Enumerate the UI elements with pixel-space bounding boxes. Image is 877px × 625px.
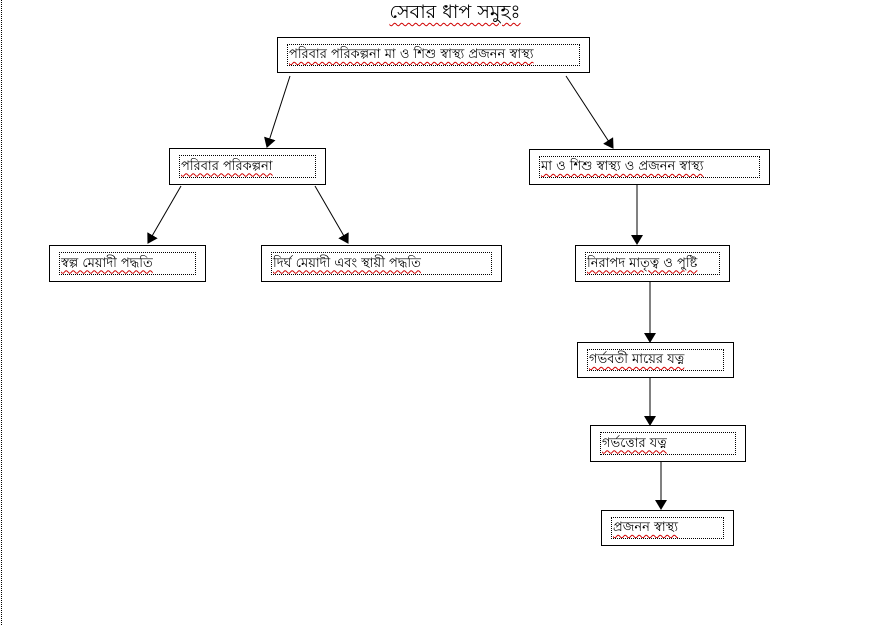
node-pregnant-care-label: গর্ভবতী মায়ের যত্ন [589,352,685,367]
edge-root-to-mother-child-health [565,75,614,149]
node-reproductive-health-textbox[interactable]: প্রজনন স্বাস্থ্য [611,517,724,539]
node-long-term-method-label: দির্ঘ মেয়াদী এবং স্থায়ী পদ্ধতি [273,255,421,271]
node-safe-motherhood[interactable]: নিরাপদ মাতৃত্ব ও পুষ্টি [575,245,730,282]
node-postnatal-care[interactable]: গর্ভত্তোর যত্ন [590,425,746,462]
node-root-textbox[interactable]: পরিবার পরিকল্পনা মা ও শিশু স্বাস্থ্য প্র… [287,44,580,66]
node-pregnant-care-textbox[interactable]: গর্ভবতী মায়ের যত্ন [587,349,724,371]
page-margin-guide [1,0,2,625]
node-safe-motherhood-textbox[interactable]: নিরাপদ মাতৃত্ব ও পুষ্টি [585,252,720,275]
edge-root-to-family-planning [264,75,291,148]
node-reproductive-health-label: প্রজনন স্বাস্থ্য [613,520,679,535]
node-family-planning-textbox[interactable]: পরিবার পরিকল্পনা [179,155,316,178]
node-short-term-method[interactable]: স্বল্প মেয়াদী পদ্ধতি [49,245,206,282]
diagram-title: সেবার ধাপ সমুহঃ [389,1,521,23]
node-reproductive-health[interactable]: প্রজনন স্বাস্থ্য [601,510,734,546]
node-family-planning[interactable]: পরিবার পরিকল্পনা [169,148,326,185]
edge-family-planning-to-short-term [147,185,182,244]
node-postnatal-care-textbox[interactable]: গর্ভত্তোর যত্ন [600,432,736,455]
node-short-term-method-textbox[interactable]: স্বল্প মেয়াদী পদ্ধতি [59,252,196,275]
node-family-planning-label: পরিবার পরিকল্পনা [181,158,273,174]
node-short-term-method-label: স্বল্প মেয়াদী পদ্ধতি [61,255,153,271]
node-mother-child-health-label: মা ও শিশু স্বাস্থ্য ও প্রজনন স্বাস্থ্য [541,159,704,174]
node-mother-child-health[interactable]: মা ও শিশু স্বাস্থ্য ও প্রজনন স্বাস্থ্য [529,149,770,185]
node-mother-child-health-textbox[interactable]: মা ও শিশু স্বাস্থ্য ও প্রজনন স্বাস্থ্য [539,156,760,178]
node-postnatal-care-label: গর্ভত্তোর যত্ন [602,435,667,451]
edge-family-planning-to-long-term [314,185,349,244]
node-root[interactable]: পরিবার পরিকল্পনা মা ও শিশু স্বাস্থ্য প্র… [277,37,590,73]
node-long-term-method[interactable]: দির্ঘ মেয়াদী এবং স্থায়ী পদ্ধতি [261,245,502,282]
node-pregnant-care[interactable]: গর্ভবতী মায়ের যত্ন [577,342,734,378]
node-root-label: পরিবার পরিকল্পনা মা ও শিশু স্বাস্থ্য প্র… [289,47,534,62]
node-long-term-method-textbox[interactable]: দির্ঘ মেয়াদী এবং স্থায়ী পদ্ধতি [271,252,492,275]
node-safe-motherhood-label: নিরাপদ মাতৃত্ব ও পুষ্টি [587,255,698,271]
